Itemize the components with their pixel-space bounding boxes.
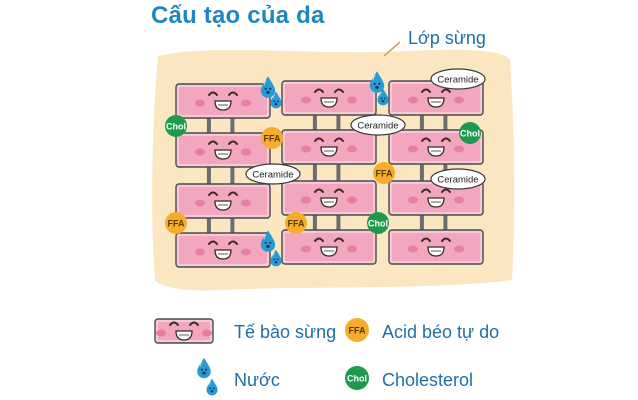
- corneocyte-cell: [175, 183, 271, 219]
- layer-pointer: [383, 41, 401, 57]
- ffa-icon: FFA: [285, 212, 307, 234]
- page-title: Cấu tạo của da: [151, 2, 325, 29]
- cell-junction: [312, 164, 317, 181]
- svg-text:FFA: FFA: [168, 219, 185, 229]
- cell-junction: [419, 164, 424, 181]
- chol-icon: Chol: [345, 366, 369, 390]
- corneocyte-cell: [388, 129, 484, 165]
- chol-icon: Chol: [367, 212, 389, 234]
- water-drop-icon: [260, 76, 276, 98]
- corneocyte-cell: [388, 229, 484, 265]
- svg-text:Ceramide: Ceramide: [252, 170, 293, 181]
- water-drop-icon: [369, 71, 385, 93]
- cell-junction: [230, 218, 235, 233]
- legend-cholesterol-label: Cholesterol: [382, 370, 474, 390]
- ceramide-icon: Ceramide: [245, 163, 301, 185]
- corneocyte-cell: [388, 80, 484, 116]
- cell-junction: [312, 215, 317, 230]
- cell-junction: [443, 115, 448, 130]
- svg-text:Ceramide: Ceramide: [437, 75, 478, 86]
- ffa-icon: FFA: [373, 162, 395, 184]
- water-drop-icon: [270, 91, 282, 109]
- stratum-corneum-label: Lớp sừng: [408, 28, 486, 48]
- cell-junction: [419, 115, 424, 130]
- cell-junction: [336, 164, 341, 181]
- ceramide-icon: Ceramide: [430, 168, 486, 190]
- legend-water-label: Nước: [234, 370, 280, 390]
- corneocyte-icon: [154, 318, 214, 344]
- corneocyte-cell: [281, 229, 377, 265]
- cell-junction: [419, 215, 424, 230]
- corneocyte-cell: [281, 180, 377, 216]
- svg-text:Chol: Chol: [460, 129, 480, 139]
- cell-junction: [336, 215, 341, 230]
- svg-text:FFA: FFA: [288, 219, 305, 229]
- cell-junction: [230, 167, 235, 184]
- water-drop-icon: [260, 230, 276, 252]
- water-drop-icon: [197, 357, 211, 379]
- svg-text:Chol: Chol: [166, 122, 186, 132]
- svg-text:FFA: FFA: [349, 326, 366, 336]
- ceramide-icon: Ceramide: [350, 114, 406, 136]
- cell-junction: [206, 118, 211, 133]
- chol-icon: Chol: [165, 115, 187, 137]
- legend-corneocyte-label: Tế bào sừng: [234, 322, 337, 342]
- svg-text:Chol: Chol: [368, 219, 388, 229]
- svg-text:FFA: FFA: [376, 169, 393, 179]
- cell-junction: [206, 167, 211, 184]
- ffa-icon: FFA: [261, 127, 283, 149]
- cell-junction: [206, 218, 211, 233]
- cell-junction: [336, 115, 341, 130]
- cell-junction: [312, 115, 317, 130]
- ffa-icon: FFA: [345, 318, 369, 342]
- ceramide-icon: Ceramide: [430, 68, 486, 90]
- svg-text:Chol: Chol: [347, 374, 367, 384]
- corneocyte-cell: [175, 132, 271, 168]
- cell-junction: [230, 118, 235, 133]
- ffa-icon: FFA: [165, 212, 187, 234]
- chol-icon: Chol: [459, 122, 481, 144]
- svg-text:Ceramide: Ceramide: [437, 175, 478, 186]
- corneocyte-cell: [281, 129, 377, 165]
- water-drop-icon: [270, 249, 282, 267]
- water-drop-icon: [377, 88, 389, 106]
- corneocyte-cell: [281, 80, 377, 116]
- corneocyte-cell: [175, 83, 271, 119]
- cell-junction: [443, 215, 448, 230]
- svg-text:FFA: FFA: [264, 134, 281, 144]
- legend-ffa-label: Acid béo tự do: [382, 322, 500, 342]
- svg-text:Ceramide: Ceramide: [357, 121, 398, 132]
- water-drop-icon: [206, 378, 218, 396]
- corneocyte-cell: [175, 232, 271, 268]
